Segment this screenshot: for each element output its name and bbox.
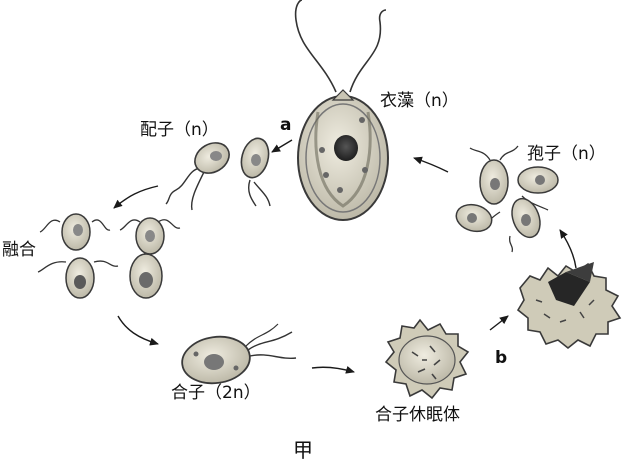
dormant-zygote <box>386 320 468 398</box>
arrow-to-zygote <box>118 316 158 344</box>
label-step-b: b <box>495 350 507 367</box>
label-step-a: a <box>280 117 291 134</box>
label-gamete: 配子（n） <box>140 122 219 139</box>
label-chlamydomonas: 衣藻（n） <box>380 93 459 110</box>
figure-title: 甲 <box>293 440 313 460</box>
chlamydomonas-cell <box>296 0 388 220</box>
arrow-to-dormant <box>312 367 354 372</box>
label-dormant-zygote: 合子休眠体 <box>375 407 460 424</box>
arrow-to-fusion <box>114 186 158 208</box>
arrow-to-chlamydomonas <box>414 158 448 172</box>
gamete-cells <box>166 135 273 210</box>
label-zygote: 合子（2n） <box>171 385 261 402</box>
zygote-cell <box>179 324 296 388</box>
arrow-a <box>272 140 292 152</box>
opened-zygote <box>518 262 620 348</box>
arrow-to-spores <box>560 230 576 268</box>
label-fusion: 融合 <box>2 242 36 259</box>
label-spore: 孢子（n） <box>527 146 606 163</box>
fusing-gametes <box>38 214 180 298</box>
arrow-b <box>490 316 508 330</box>
